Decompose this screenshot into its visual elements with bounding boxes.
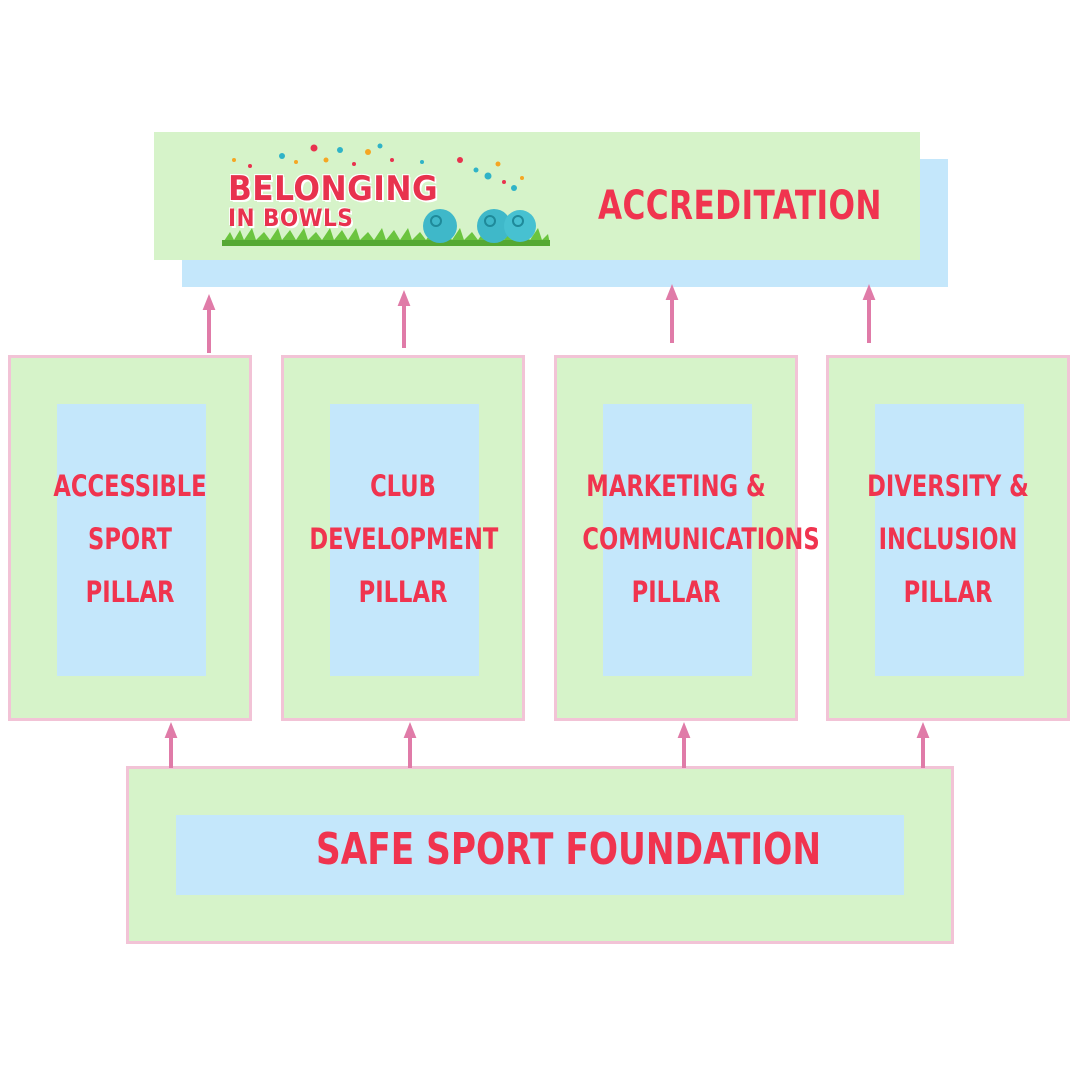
pillar-label-line: MARKETING &	[586, 469, 766, 503]
safe-sport-foundation-title: SAFE SPORT FOUNDATION	[316, 824, 822, 875]
pillar-marketing-communications-label: MARKETING & COMMUNICATIONS PILLAR	[582, 460, 820, 620]
pillar-label-line: COMMUNICATIONS	[582, 522, 820, 556]
pillar-label-line: INCLUSION	[878, 522, 1018, 556]
logo-graphic	[222, 143, 550, 246]
logo-text-line2: IN BOWLS	[228, 204, 354, 232]
pillar-label-line: PILLAR	[358, 575, 448, 609]
pillar-label-line: PILLAR	[85, 575, 175, 609]
pillar-marketing-communications-inner	[603, 404, 752, 676]
safe-sport-foundation-inner	[176, 815, 904, 895]
accreditation-title: ACCREDITATION	[597, 183, 882, 229]
logo-text-line1: BELONGING	[228, 169, 439, 209]
pillar-diversity-inclusion-label: DIVERSITY & INCLUSION PILLAR	[854, 460, 1041, 620]
pillar-label-line: CLUB	[370, 469, 436, 503]
pillar-label-line: SPORT	[88, 522, 172, 556]
pillar-label-line: DIVERSITY &	[867, 469, 1029, 503]
pillar-club-development-inner	[330, 404, 479, 676]
pillar-label-line: PILLAR	[903, 575, 993, 609]
pillar-club-development-label: CLUB DEVELOPMENT PILLAR	[309, 460, 499, 620]
pillar-label-line: ACCESSIBLE	[53, 469, 207, 503]
pillar-accessible-sport-inner	[57, 404, 206, 676]
pillar-label-line: PILLAR	[631, 575, 721, 609]
pillar-accessible-sport-label: ACCESSIBLE SPORT PILLAR	[36, 460, 223, 620]
pillar-diversity-inclusion-inner	[875, 404, 1024, 676]
belonging-in-bowls-logo: BELONGING IN BOWLS	[222, 140, 552, 248]
pillar-label-line: DEVELOPMENT	[309, 522, 499, 556]
